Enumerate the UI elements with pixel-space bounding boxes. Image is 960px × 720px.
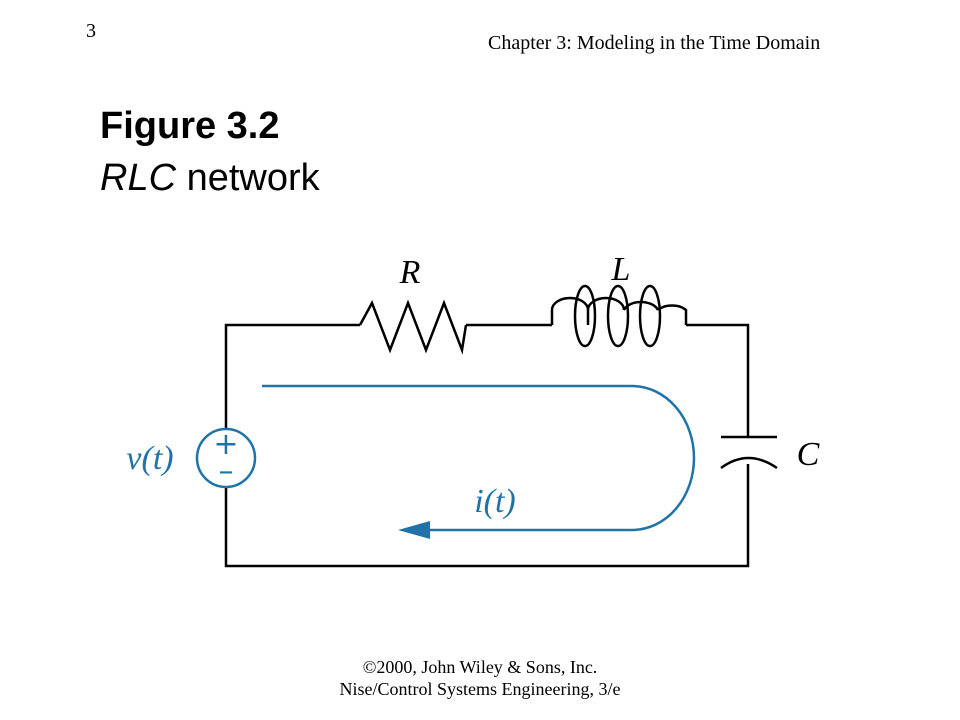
resistor-symbol (358, 299, 468, 355)
chapter-header: Chapter 3: Modeling in the Time Domain (488, 32, 821, 54)
footer-copyright: ©2000, John Wiley & Sons, Inc. (362, 657, 598, 677)
figure-title: Figure 3.2 (100, 105, 280, 147)
figure-caption: RLC network (100, 156, 320, 200)
source-minus-sign: – (219, 454, 234, 489)
capacitor-symbol (720, 435, 778, 470)
footer: ©2000, John Wiley & Sons, Inc. Nise/Cont… (0, 656, 960, 700)
figure-caption-rest: network (176, 157, 320, 199)
voltage-source-symbol (195, 427, 257, 489)
inductor-symbol (550, 284, 688, 348)
source-voltage-label: v(t) (126, 440, 173, 477)
wire-top-left (224, 323, 360, 430)
source-plus-sign: + (213, 427, 238, 462)
resistor-label: R (399, 254, 421, 291)
footer-book-title: Nise/Control Systems Engineering, 3/e (339, 679, 621, 699)
wire-top-right (686, 323, 750, 437)
current-loop-path (262, 384, 696, 532)
wire-bottom (224, 464, 750, 568)
figure-caption-italic: RLC (100, 157, 177, 199)
circuit-wires (224, 323, 750, 568)
capacitor-plate-curved (720, 456, 778, 470)
capacitor-label: C (797, 436, 820, 473)
current-arrowhead (398, 521, 430, 539)
page-number: 3 (86, 20, 96, 42)
current-label: i(t) (474, 483, 516, 520)
inductor-label: L (611, 251, 631, 288)
